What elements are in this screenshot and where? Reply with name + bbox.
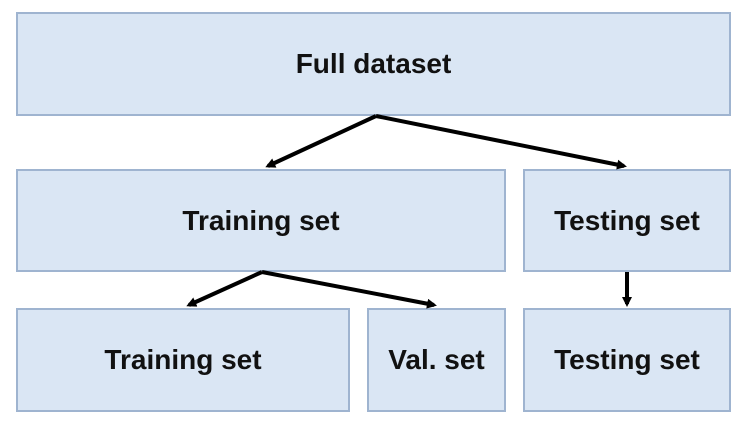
testing-subset-label: Testing set [554, 344, 700, 375]
validation-set-label: Val. set [388, 344, 485, 375]
testing-subset-box: Testing set [523, 308, 731, 412]
arrow-full-to-testing [375, 114, 627, 170]
full-dataset-label: Full dataset [295, 48, 452, 79]
testing-set-label: Testing set [554, 204, 700, 236]
training-set-label: Training set [182, 204, 340, 236]
testing-set-box: Testing set [523, 169, 731, 272]
full-dataset-box: Full dataset [16, 12, 731, 116]
arrow-full-to-training [265, 114, 377, 168]
training-subset-box: Training set [16, 308, 350, 412]
arrow-training-to-training-subset [186, 270, 263, 307]
training-set-box: Training set [16, 169, 506, 272]
training-subset-label: Training set [104, 344, 262, 375]
validation-set-box: Val. set [367, 308, 506, 412]
arrow-training-to-validation [261, 270, 437, 309]
